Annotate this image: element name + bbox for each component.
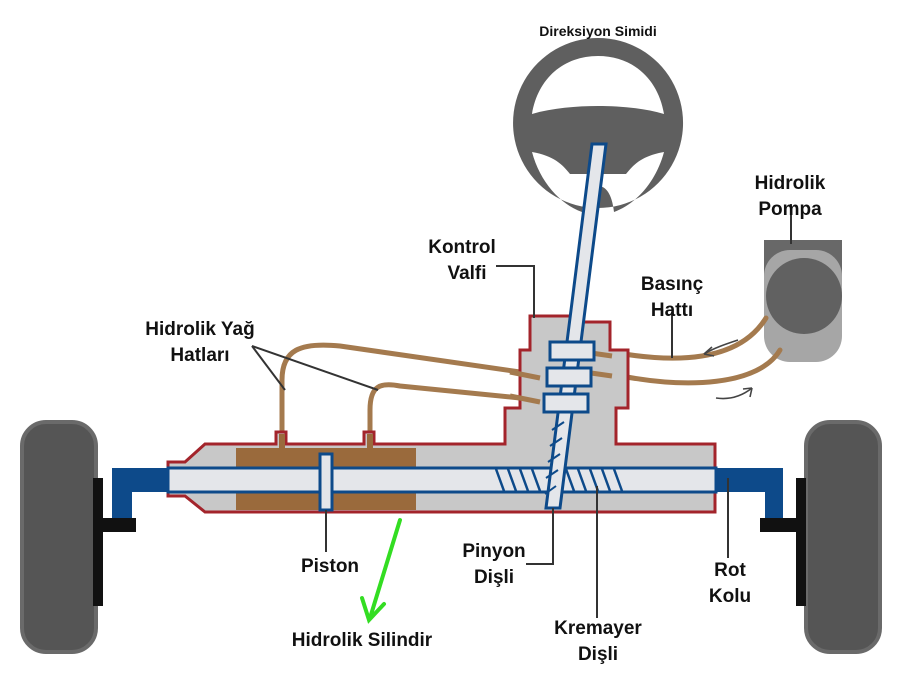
label-oil-lines-1: Hidrolik Yağ [145, 319, 254, 340]
label-oil-lines-2: Hatları [170, 345, 229, 366]
leader-oil-line-2 [251, 345, 379, 391]
control-valve-spool [542, 340, 596, 414]
label-pinion-2: Dişli [474, 567, 514, 588]
label-tie-rod-1: Rot [714, 560, 746, 581]
label-rack-2: Dişli [578, 644, 618, 665]
label-pinion-1: Pinyon [462, 541, 525, 562]
wheel-right [760, 420, 882, 654]
hydraulic-pump [764, 240, 842, 362]
leader-pinion [526, 508, 554, 565]
flow-arrow-out [715, 387, 753, 400]
piston [318, 452, 334, 512]
label-pressure-line-1: Basınç [641, 274, 704, 295]
rack-bar [166, 466, 718, 494]
label-hydraulic-cylinder: Hidrolik Silindir [292, 630, 433, 651]
label-pump-1: Hidrolik [755, 173, 826, 194]
label-steering-wheel: Direksiyon Simidi [539, 23, 656, 39]
wheel-left [20, 420, 136, 654]
label-control-valve-2: Valfi [447, 263, 486, 284]
label-pump-2: Pompa [758, 199, 822, 220]
steering-column [542, 142, 608, 510]
steering-wheel [513, 38, 684, 212]
label-rack-1: Kremayer [554, 618, 642, 639]
label-control-valve-1: Kontrol [428, 237, 496, 258]
flow-arrows [703, 339, 753, 400]
pinion-gear [544, 421, 565, 495]
rack [112, 452, 783, 520]
label-pressure-line-2: Hattı [651, 300, 693, 321]
cylinder-pointer-arrow [360, 518, 402, 624]
leader-control-valve [496, 265, 535, 318]
label-piston: Piston [301, 556, 359, 577]
hydraulic-oil-lines [279, 315, 783, 435]
leader-oil-line-1 [251, 345, 286, 391]
label-tie-rod-2: Kolu [709, 586, 751, 607]
